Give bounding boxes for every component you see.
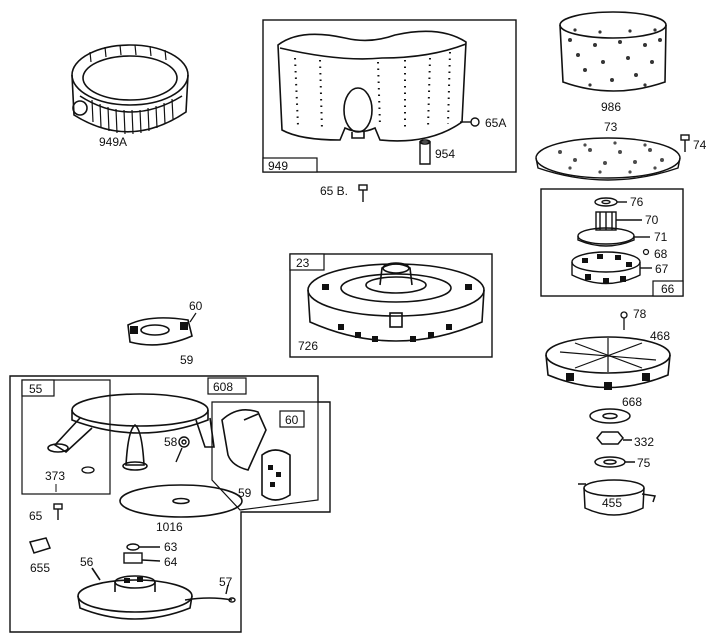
label-71: 71: [654, 230, 668, 244]
label-64: 64: [164, 555, 178, 569]
part-71-plate: [577, 227, 650, 247]
part-76-washer: [594, 197, 627, 207]
part-986-filter: [559, 11, 667, 92]
part-954-pin: [419, 139, 431, 165]
label-332: 332: [634, 435, 654, 449]
box-949-tag: [262, 157, 318, 173]
part-332-nut: [596, 431, 632, 445]
box-60-tag: [279, 410, 305, 428]
label-74: 74: [693, 138, 707, 152]
label-68: 68: [654, 247, 668, 261]
label-726: 726: [298, 339, 318, 353]
part-56-pulley: [77, 567, 193, 620]
label-67: 67: [655, 262, 669, 276]
label-76: 76: [630, 195, 644, 209]
part-59-60-spring-cup: [127, 317, 193, 346]
part-73-screen-disc: [535, 137, 681, 181]
part-70-spring: [595, 211, 642, 231]
label-78: 78: [633, 307, 647, 321]
label-373: 373: [45, 469, 65, 483]
label-75: 75: [637, 456, 651, 470]
box-55-subframe: [21, 379, 111, 495]
part-67-ratchet: [571, 251, 652, 285]
part-468-starter-cup: [545, 336, 671, 390]
label-66: 66: [661, 282, 675, 296]
part-75-washer: [594, 456, 635, 468]
box-66-frame: [540, 188, 684, 297]
label-986: 986: [601, 100, 621, 114]
part-949A-screen-ring: [71, 44, 189, 135]
part-78-screw: [620, 311, 628, 330]
label-70: 70: [645, 213, 659, 227]
label-65: 65: [29, 509, 43, 523]
box-949-frame: [262, 19, 517, 173]
label-57: 57: [219, 575, 233, 589]
label-668: 668: [622, 395, 642, 409]
part-455-clutch-tool: [578, 479, 656, 516]
box-608-tag: [207, 377, 247, 395]
label-59-lower: 59: [238, 486, 252, 500]
label-65B: 65 B.: [320, 184, 348, 198]
label-949: 949: [268, 159, 288, 173]
label-60-upper: 60: [189, 299, 203, 313]
label-65A: 65A: [485, 116, 506, 130]
box-23-tag: [289, 253, 325, 271]
part-726-flywheel: [307, 262, 485, 342]
part-59-60-pawl-guides: [221, 409, 291, 501]
part-373-nut: [81, 466, 95, 474]
label-55: 55: [29, 382, 43, 396]
label-56: 56: [80, 555, 94, 569]
label-59-upper: 59: [180, 353, 194, 367]
box-23-frame: [289, 253, 493, 358]
label-468: 468: [650, 329, 670, 343]
part-63-retainer: [126, 543, 160, 551]
group-starter-outline: [9, 375, 331, 633]
leader-60-upper: [189, 312, 197, 323]
label-60-lower: 60: [285, 413, 299, 427]
part-1016-plate: [119, 484, 243, 518]
label-949A: 949A: [99, 135, 127, 149]
label-655: 655: [30, 561, 50, 575]
part-57-rope: [184, 584, 236, 603]
part-655-clip: [29, 537, 51, 554]
part-64-spring: [123, 552, 161, 564]
part-65A-screw: [460, 117, 480, 127]
part-668-washer: [589, 408, 631, 424]
label-455: 455: [602, 496, 622, 510]
part-starter-handle-knob: [122, 424, 148, 471]
label-1016: 1016: [156, 520, 183, 534]
part-65B-screw: [358, 184, 368, 202]
part-68-ball: [642, 248, 650, 256]
label-58: 58: [164, 435, 178, 449]
part-58-screw-assembly: [175, 436, 190, 463]
label-608: 608: [213, 380, 233, 394]
part-74-screw: [680, 134, 690, 152]
label-73: 73: [604, 120, 618, 134]
part-949-blower-housing: [277, 30, 467, 142]
box-66-tag: [652, 280, 684, 297]
label-63: 63: [164, 540, 178, 554]
box-55-tag: [21, 379, 55, 397]
box-60-subframe: [211, 401, 319, 511]
label-23: 23: [296, 256, 310, 270]
label-954: 954: [435, 147, 455, 161]
part-65-screw: [53, 503, 63, 520]
